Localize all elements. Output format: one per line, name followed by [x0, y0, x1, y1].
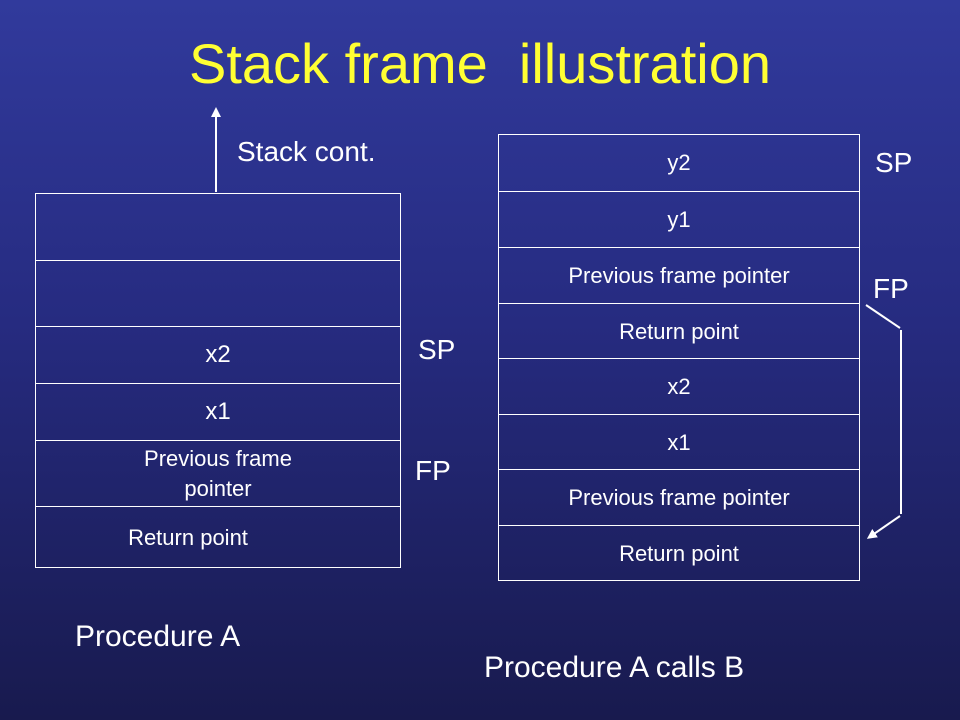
procedure-b-caption: Procedure A calls B	[484, 651, 745, 684]
sp-label-procedure-b: SP	[875, 147, 913, 178]
stack-b-cell-return-point-b: Return point	[499, 303, 859, 359]
stack-b-cell-previous-frame-pointer-a: Previous frame pointer	[499, 469, 859, 525]
stack-b-cell-y2: y2	[667, 150, 691, 175]
stack-a-cell-return-point: Return point	[36, 506, 400, 569]
stack-b-cell-previous-frame-pointer-b: Previous frame pointer	[499, 247, 859, 303]
stack-b-cell-x1: x1	[499, 414, 859, 470]
fp-label-procedure-a: FP	[415, 455, 451, 486]
frame-link-arrow	[865, 304, 902, 539]
stack-b-cell-x2: x2	[499, 358, 859, 414]
procedure-b-stack: y2 y1 Previous frame pointer Return poin…	[498, 134, 860, 581]
stack-a-cell-x2: x2	[36, 326, 400, 383]
procedure-a-caption: Procedure A	[75, 620, 241, 653]
slide-title: Stack frame illustration	[189, 32, 771, 95]
stack-a-cell-x1: x1	[36, 383, 400, 440]
stack-b-cell-return-point-a: Return point	[499, 525, 859, 582]
stack-a-cell-previous-frame-pointer: Previous frame pointer	[36, 440, 400, 506]
sp-label-procedure-a: SP	[418, 334, 456, 365]
stack-a-cell-empty	[36, 260, 400, 326]
procedure-a-stack: x2 x1 Previous frame pointer Return poin…	[35, 193, 401, 568]
stack-b-cell-y1: y1	[499, 191, 859, 247]
stack-cont-label: Stack cont.	[237, 136, 376, 167]
fp-label-procedure-b: FP	[873, 273, 909, 304]
